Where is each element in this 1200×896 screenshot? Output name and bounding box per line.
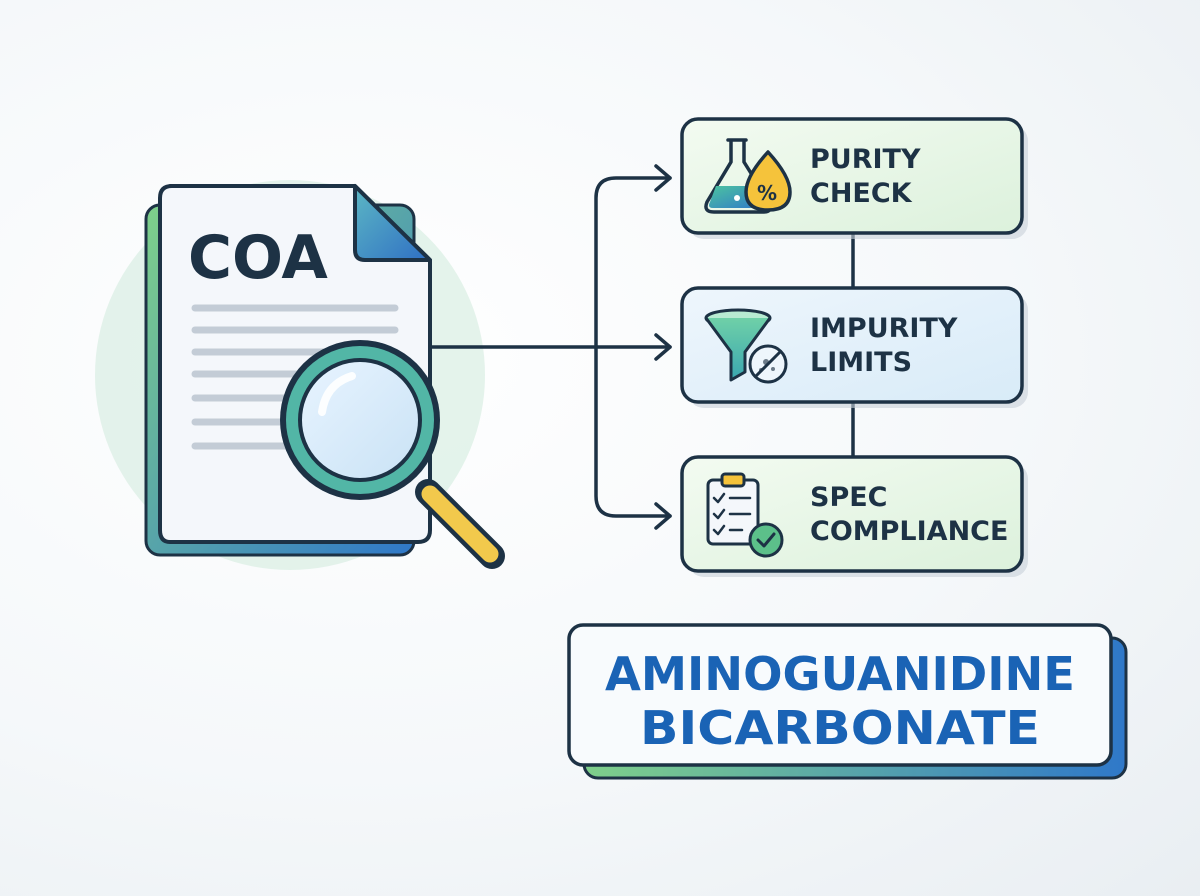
connector-lines xyxy=(430,164,855,530)
spec-compliance-label-line2: COMPLIANCE xyxy=(810,516,1008,547)
impurity-limits-label-line2: LIMITS xyxy=(810,347,912,378)
svg-text:%: % xyxy=(757,181,777,205)
spec-compliance-box: SPEC COMPLIANCE xyxy=(680,455,1028,577)
funnel-icon xyxy=(704,308,772,382)
impurity-limits-box: IMPURITY LIMITS xyxy=(680,286,1028,408)
compound-name-line1: AMINOGUANIDINE xyxy=(605,647,1075,701)
spec-compliance-label-line1: SPEC xyxy=(810,482,888,513)
impurity-limits-label-line1: IMPURITY xyxy=(810,313,958,344)
compound-name-box: AMINOGUANIDINE BICARBONATE xyxy=(567,623,1128,780)
purity-check-box: % PURITY CHECK xyxy=(680,117,1028,239)
document-title: COA xyxy=(188,223,328,293)
document-folded-corner xyxy=(353,184,432,262)
clipboard-check-icon xyxy=(706,472,784,558)
compound-name-line2: BICARBONATE xyxy=(640,701,1040,755)
flask-percent-icon: % xyxy=(704,138,792,214)
magnifier-icon xyxy=(280,340,505,569)
no-particles-icon xyxy=(748,344,788,384)
purity-check-label-line2: CHECK xyxy=(810,178,913,209)
purity-check-label-line1: PURITY xyxy=(810,144,921,175)
